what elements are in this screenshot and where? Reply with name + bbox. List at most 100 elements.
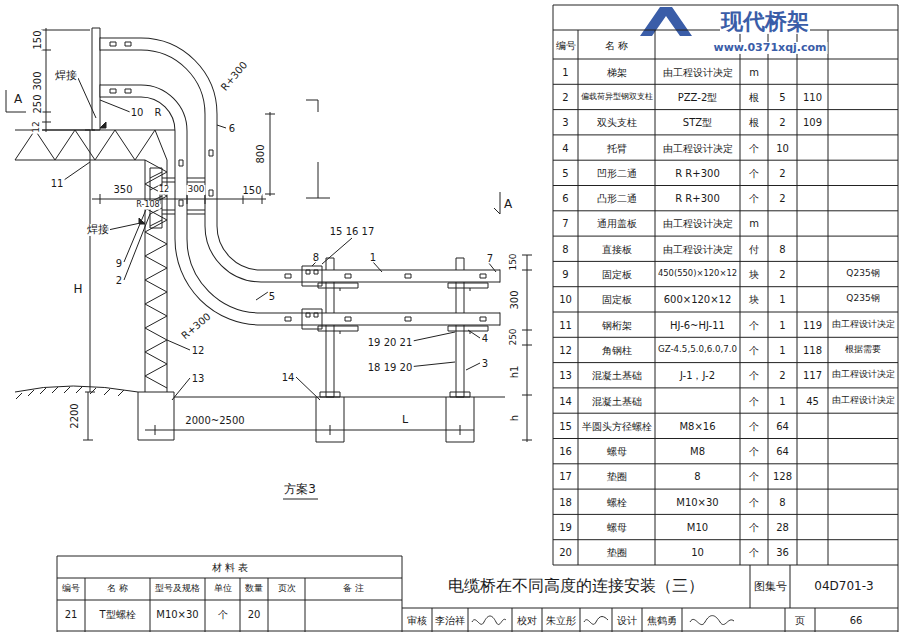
drawing-label: 150 [509,252,519,271]
watermark: 现代桥架 [720,10,810,34]
table-cell: M10 [686,522,709,533]
table-cell: 直接板 [601,243,633,254]
table-cell: 117 [802,370,823,381]
table-cell: 螺栓 [606,496,628,507]
table-cell: Q235钢 [845,269,880,279]
drawing-label: R+300 [218,59,250,94]
table-cell: 2 [778,370,786,381]
table-cell: 个 [748,471,760,482]
drawing-label: 10 [130,107,145,118]
table-cell: 角钢柱 [601,344,633,355]
table-cell: 双头支柱 [596,117,638,128]
table-cell: 2 [778,117,786,128]
drawing-label: 9 [115,258,123,269]
table-cell: 128 [772,471,793,482]
cable-tray [100,91,500,319]
table-header: 单位 [213,584,233,594]
watermark-logo [640,7,692,36]
table-cell: 2 [561,91,569,102]
table-cell: 8 [778,496,786,507]
table-cell: PZZ-2型 [677,91,719,102]
table-cell: 20 [247,609,262,620]
leader-line [64,78,496,400]
table-cell: 28 [775,522,790,533]
table-cell: 3 [561,117,569,128]
table-cell: GZ-4.5,5.0,6.0,7.0 [657,345,738,355]
table-header: 编号 [555,40,577,51]
cable-tray [100,91,500,319]
table-cell: 螺母 [606,446,628,457]
table-cell: 109 [802,117,823,128]
table-cell: STZ型 [682,117,713,128]
table-cell: 由工程设计决定 [831,370,896,380]
table-cell: 混凝土基础 [591,370,643,381]
drawing-label: 18 19 20 [367,362,414,373]
table-cell: 1 [778,294,786,305]
drawing-label: 5 [268,291,276,302]
drawing-label: 3 [481,358,489,369]
drawing-label: 14 [281,372,296,383]
table-cell: 个 [748,370,760,381]
table-cell: 1 [778,395,786,406]
table-cell: 根据需要 [844,345,882,355]
table-cell: 托臂 [606,142,628,153]
table-cell: 450(550)×120×12 [657,269,738,278]
title-block-cell: 页 [794,615,806,626]
drawing-label: 12 [191,345,206,356]
title-block-cell: 设计 [616,615,638,626]
table-cell: Q235钢 [845,294,880,304]
steel-truss [15,130,175,160]
dimension-line [265,112,275,196]
table-cell: 36 [775,547,790,558]
table-header: 备 注 [342,584,365,594]
table-cell: 混凝土基础 [591,395,643,406]
table-header: 编号 [61,584,81,594]
table-cell: R R+300 [674,167,721,178]
table-cell: 块 [748,294,760,305]
table-cell: 19 [558,522,573,533]
table-cell: 个 [748,344,760,355]
table-cell: 垫圈 [606,547,628,558]
table-cell: 半圆头方径螺栓 [581,420,653,431]
table-cell: 由工程设计决定 [831,396,896,406]
drawing-label: 4 [481,333,489,344]
table-cell: M10×30 [675,496,719,507]
drawing-label: 1 [369,252,377,263]
foundation [316,392,474,442]
drawing-label: R+300 [179,310,214,342]
title-block-cell: 朱立彤 [545,615,577,626]
table-cell: 由工程设计决定 [662,66,734,77]
table-cell: 梯架 [606,66,628,77]
drawing-label: 13 [191,373,206,384]
drawing-label: 焊接 [54,70,78,82]
section-mark [6,90,500,214]
table-cell: 10 [690,547,705,558]
table-cell: M8×16 [678,420,716,431]
table-header: 页次 [277,584,297,594]
drawing-label: 800 [255,143,266,164]
table-cell: HJ-6~HJ-11 [669,319,726,330]
table-cell: 1 [561,66,569,77]
table-cell: 10 [558,294,573,305]
drawing-label: h1 [509,365,520,380]
table-cell: 个 [748,395,760,406]
drawing-label: 19 20 21 [367,337,414,348]
table-cell: 个 [748,446,760,457]
table-cell: 119 [802,319,823,330]
table-cell: 付 [748,243,760,254]
table-cell: 11 [558,319,573,330]
table-cell: 45 [805,395,820,406]
drawing-label: A [13,93,23,106]
drawing-title: 电缆桥在不同高度的连接安装（三） [447,577,705,595]
title-block-cell: 审核 [406,615,428,626]
drawing-label: A [503,198,513,211]
table-cell: 固定板 [601,269,633,280]
table-cell: 4 [561,142,569,153]
table-cell: 根 [748,117,760,128]
table-cell: 118 [802,344,823,355]
caption: 方案3 [283,483,317,496]
drawing-label: 300 [509,289,520,310]
dimension-line [41,28,90,132]
table-cell: 2 [778,269,786,280]
table-cell: T型螺栓 [98,609,136,620]
